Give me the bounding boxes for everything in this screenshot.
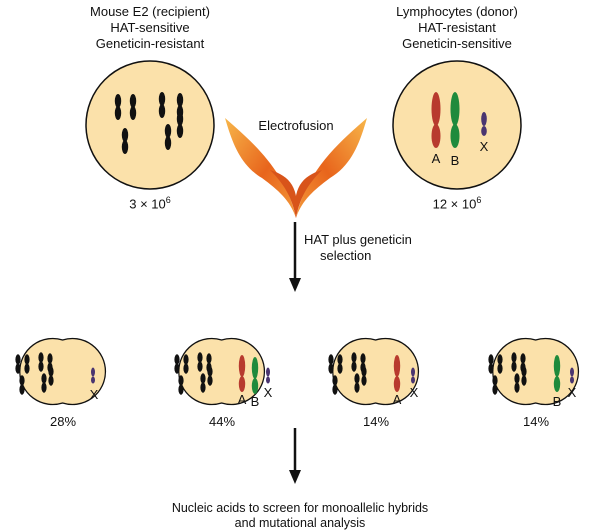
hybrid-2-label-X: X [263,385,273,400]
hybrid-3-chrom-X [411,367,415,384]
selection-label-line2: selection [320,248,372,263]
donor-cell [392,60,522,190]
hybrid-1-percent: 28% [49,414,77,429]
hybrid-cell-4 [488,337,580,406]
hybrid-4-chrom-B [553,355,561,392]
donor-title: Lymphocytes (donor) [396,4,518,19]
hybrid-4-label-B: B [552,394,562,409]
hybrid-3-chrom-A [393,355,401,392]
hybrid-3-label-A: A [392,392,402,407]
donor-label-X: X [479,139,489,154]
hybrid-2-chrom-A [238,355,246,392]
electrofusion-flames [225,118,367,218]
electrofusion-label: Electrofusion [258,118,334,133]
recipient-sensitivity: HAT-sensitive [110,20,190,35]
analysis-arrow [289,428,301,484]
final-text-line1: Nucleic acids to screen for monoallelic … [171,501,429,515]
donor-label-B: B [450,153,460,168]
chromosome-A-large [431,92,441,148]
hybrid-4-chrom-X [570,367,574,384]
selection-arrow [289,222,301,292]
hybrid-cell-1 [15,337,107,406]
hybrid-1-chrom-X [91,367,95,384]
hybrid-3-label-X: X [409,385,419,400]
hybrid-cell-2 [174,337,270,406]
hybrid-2-chrom-X [266,367,270,384]
donor-label-A: A [431,151,441,166]
hybrid-2-label-A: A [237,392,247,407]
hybrid-cell-3 [328,337,420,406]
recipient-title: Mouse E2 (recipient) [90,4,210,19]
final-text-line2: and mutational analysis [234,516,366,530]
donor-count: 12 × 106 [432,195,482,212]
hybrid-4-percent: 14% [522,414,550,429]
chromosome-X-large [481,112,487,136]
recipient-count: 3 × 106 [129,195,171,212]
hybrid-1-label-X: X [89,387,99,402]
selection-label-line1: HAT plus geneticin [304,232,412,247]
donor-sensitivity: HAT-resistant [418,20,496,35]
hybrid-3-percent: 14% [362,414,390,429]
hybrid-4-label-X: X [567,385,577,400]
hybrid-2-label-B: B [250,394,260,409]
hybrid-2-percent: 44% [208,414,236,429]
recipient-resistance: Geneticin-resistant [95,36,205,51]
donor-resistance: Geneticin-sensitive [402,36,512,51]
chromosome-B-large [450,92,460,148]
recipient-cell [85,60,215,190]
hybrid-2-chrom-B [251,357,259,394]
